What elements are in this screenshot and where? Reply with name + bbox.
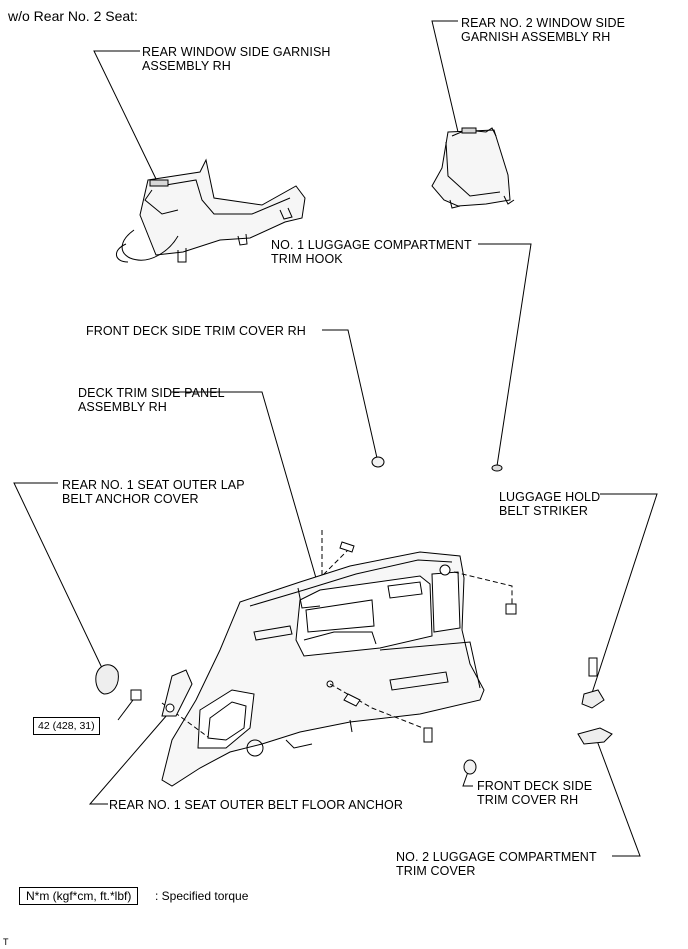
torque-spec-box: 42 (428, 31) [33,717,100,735]
belt-striker-part [581,689,605,709]
label-outer-lap-belt-anchor-cover: REAR NO. 1 SEAT OUTER LAP BELT ANCHOR CO… [62,478,245,506]
rear-no2-window-garnish-part [431,127,515,209]
label-no2-luggage-trim-cover: NO. 2 LUGGAGE COMPARTMENT TRIM COVER [396,850,597,878]
leader-rear-window-garnish [93,50,158,182]
bolts [130,541,598,743]
leader-deck-trim-panel [171,391,317,579]
label-front-deck-cover-bottom: FRONT DECK SIDE TRIM COVER RH [477,779,593,807]
leader-no2-luggage-cover [595,737,641,857]
rear-window-side-garnish-part [116,158,306,263]
outer-lap-cover-part [95,664,119,695]
no2-luggage-cover-part [577,727,613,745]
leader-floor-anchor [88,714,168,805]
leader-outer-lap-cover [13,482,103,669]
label-no1-luggage-trim-hook: NO. 1 LUGGAGE COMPARTMENT TRIM HOOK [271,238,472,266]
diagram-heading: w/o Rear No. 2 Seat: [8,8,138,24]
leader-torque [117,699,134,721]
label-rear-window-side-garnish: REAR WINDOW SIDE GARNISH ASSEMBLY RH [142,45,331,73]
leader-front-deck-cover-bottom [462,768,473,787]
label-deck-trim-side-panel: DECK TRIM SIDE PANEL ASSEMBLY RH [78,386,225,414]
leader-luggage-trim-hook [478,243,532,467]
front-deck-cover-top-part [371,456,385,468]
deck-trim-side-panel-part [161,551,485,787]
label-outer-belt-floor-anchor: REAR NO. 1 SEAT OUTER BELT FLOOR ANCHOR [109,798,404,812]
front-deck-cover-bottom-part [463,759,477,775]
label-luggage-hold-belt-striker: LUGGAGE HOLD BELT STRIKER [499,490,601,518]
torque-legend-units: N*m (kgf*cm, ft.*lbf) [19,887,139,905]
torque-legend-text: : Specified torque [155,889,249,903]
leader-belt-striker [591,493,658,694]
footer-mark: T [3,937,9,947]
label-front-deck-cover-top: FRONT DECK SIDE TRIM COVER RH [86,324,306,338]
leader-front-deck-cover-top [322,329,378,459]
label-rear-no2-window-side-garnish: REAR NO. 2 WINDOW SIDE GARNISH ASSEMBLY … [461,16,626,44]
leader-rear-no2-window-garnish [431,20,459,133]
luggage-trim-hook-part [491,464,503,472]
